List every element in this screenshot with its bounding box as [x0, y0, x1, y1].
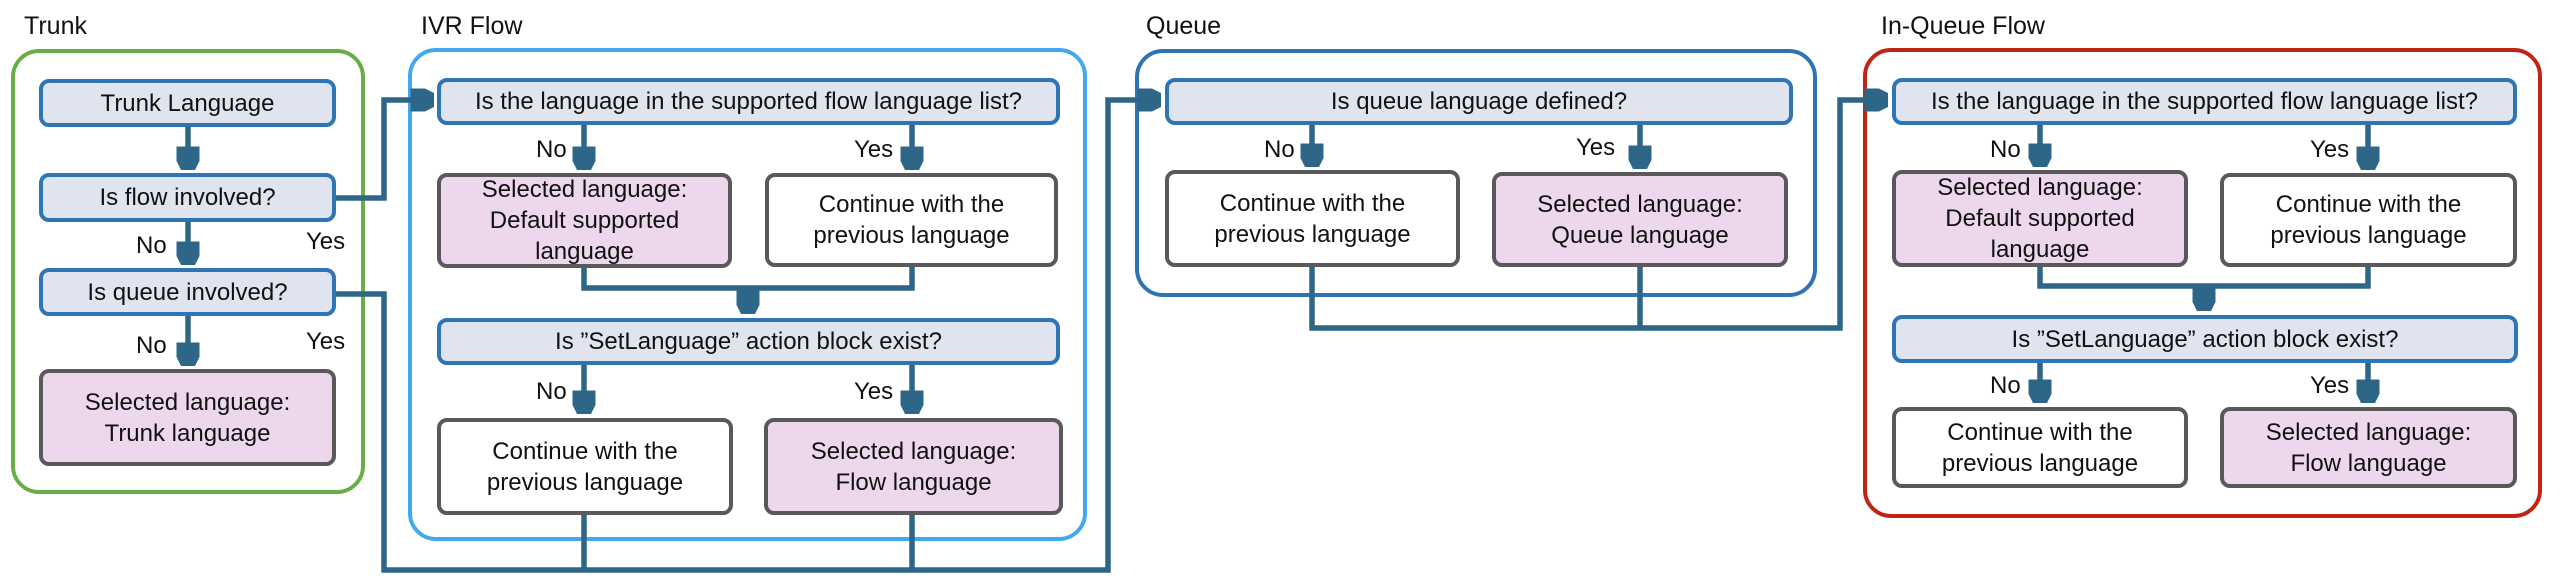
label-inqueue-supported-no: No: [1990, 136, 2021, 163]
box-inqueue-continue-previous-top: Continue with the previous language: [2220, 173, 2517, 267]
box-queue-language-defined-question: Is queue language defined?: [1165, 78, 1793, 125]
box-ivr-continue-previous-top: Continue with the previous language: [765, 173, 1058, 267]
box-ivr-flow-language: Selected language: Flow language: [764, 418, 1063, 515]
box-inqueue-supported-list-question: Is the language in the supported flow la…: [1892, 78, 2517, 125]
label-trunk-flow-no: No: [136, 232, 167, 259]
box-queue-language-result: Selected language: Queue language: [1492, 172, 1788, 267]
box-inqueue-flow-language: Selected language: Flow language: [2220, 407, 2517, 488]
box-queue-continue-previous: Continue with the previous language: [1165, 170, 1460, 267]
label-inqueue-setlang-yes: Yes: [2310, 372, 2350, 399]
label-inqueue-setlang-no: No: [1990, 372, 2021, 399]
box-is-queue-involved: Is queue involved?: [39, 268, 336, 316]
box-ivr-supported-list-question: Is the language in the supported flow la…: [437, 78, 1060, 125]
in-queue-flow-section-title: In-Queue Flow: [1881, 12, 2045, 40]
box-selected-trunk-language: Selected language: Trunk language: [39, 369, 336, 466]
label-inqueue-supported-yes: Yes: [2310, 136, 2350, 163]
box-ivr-continue-previous-bottom: Continue with the previous language: [437, 418, 733, 515]
label-trunk-queue-yes: Yes: [306, 328, 346, 355]
box-inqueue-setlanguage-question: Is ”SetLanguage” action block exist?: [1892, 315, 2518, 363]
label-queue-defined-no: No: [1264, 136, 1295, 163]
label-ivr-supported-no: No: [536, 136, 567, 163]
box-trunk-language: Trunk Language: [39, 79, 336, 127]
label-ivr-supported-yes: Yes: [854, 136, 894, 163]
box-ivr-default-supported-language: Selected language: Default supported lan…: [437, 173, 732, 268]
box-inqueue-default-supported-language: Selected language: Default supported lan…: [1892, 170, 2188, 267]
label-trunk-flow-yes: Yes: [306, 228, 346, 255]
label-queue-defined-yes: Yes: [1576, 134, 1616, 161]
label-ivr-setlang-no: No: [536, 378, 567, 405]
ivr-flow-section-title: IVR Flow: [421, 12, 523, 40]
queue-section-title: Queue: [1146, 12, 1222, 40]
trunk-section-title: Trunk: [24, 12, 87, 40]
box-is-flow-involved: Is flow involved?: [39, 173, 336, 222]
box-inqueue-continue-previous-bottom: Continue with the previous language: [1892, 407, 2188, 488]
box-ivr-setlanguage-question: Is ”SetLanguage” action block exist?: [437, 318, 1060, 365]
label-trunk-queue-no: No: [136, 332, 167, 359]
label-ivr-setlang-yes: Yes: [854, 378, 894, 405]
